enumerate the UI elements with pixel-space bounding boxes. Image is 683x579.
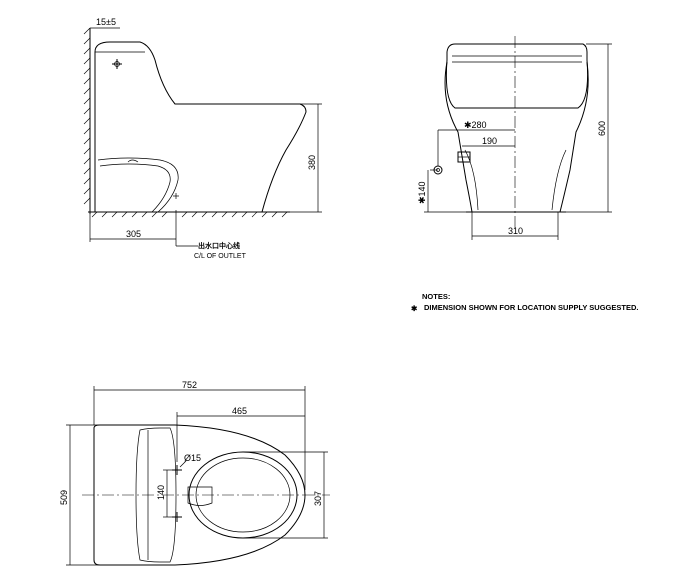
bolt-hole-bottom-icon bbox=[172, 512, 182, 522]
notes-line-1: DIMENSION SHOWN FOR LOCATION SUPPLY SUGG… bbox=[424, 303, 638, 312]
outlet-center-mark-icon bbox=[173, 193, 179, 199]
dim-509-label: 509 bbox=[59, 490, 69, 505]
dim-280-label: ✱280 bbox=[464, 120, 487, 130]
notes-block: NOTES: ✱ DIMENSION SHOWN FOR LOCATION SU… bbox=[411, 292, 638, 313]
dim-140-plan-label: 140 bbox=[156, 485, 166, 500]
supply-crosshair-icon bbox=[112, 59, 122, 69]
front-view: 600 ✱280 190 ✱140 310 bbox=[417, 36, 612, 240]
side-view: 15±5 380 305 出水口中心线 C/L OF OUTLET bbox=[83, 17, 322, 260]
wall-hatch bbox=[83, 27, 91, 205]
dim-305-label: 305 bbox=[126, 229, 141, 239]
dim-top-label: 15±5 bbox=[96, 17, 116, 27]
dim-465-label: 465 bbox=[232, 406, 247, 416]
dim-hole-label: Ø15 bbox=[184, 453, 201, 463]
trapway-lip bbox=[127, 159, 139, 163]
dim-307-label: 307 bbox=[313, 491, 323, 506]
dim-hole-leader bbox=[179, 460, 187, 468]
plan-bowl bbox=[195, 457, 291, 533]
plan-view: 752 465 509 Ø15 140 307 bbox=[59, 380, 330, 566]
front-tank bbox=[445, 43, 589, 109]
plan-outline bbox=[93, 424, 306, 566]
bolt-hole-top-icon bbox=[172, 465, 182, 475]
floor-hatch bbox=[91, 211, 288, 218]
dim-752-label: 752 bbox=[182, 380, 197, 390]
notes-marker: ✱ bbox=[411, 304, 418, 313]
toilet-side-outline bbox=[94, 41, 307, 213]
front-body bbox=[444, 61, 589, 213]
dim-140-label: ✱140 bbox=[417, 181, 427, 204]
plan-tank bbox=[135, 427, 177, 563]
plan-seat-hinge bbox=[187, 486, 213, 506]
outlet-label-en: C/L OF OUTLET bbox=[194, 253, 247, 260]
dim-380-label: 380 bbox=[307, 155, 317, 170]
outlet-label-cn: 出水口中心线 bbox=[198, 241, 240, 250]
dim-190-label: 190 bbox=[482, 136, 497, 146]
dim-310-label: 310 bbox=[508, 226, 523, 236]
trapway-outer bbox=[97, 157, 179, 213]
front-body-contour bbox=[464, 149, 567, 211]
notes-title: NOTES: bbox=[422, 292, 450, 301]
trapway-inner bbox=[99, 163, 171, 213]
supply-valve-icon bbox=[433, 130, 471, 175]
dim-600-label: 600 bbox=[597, 121, 607, 136]
